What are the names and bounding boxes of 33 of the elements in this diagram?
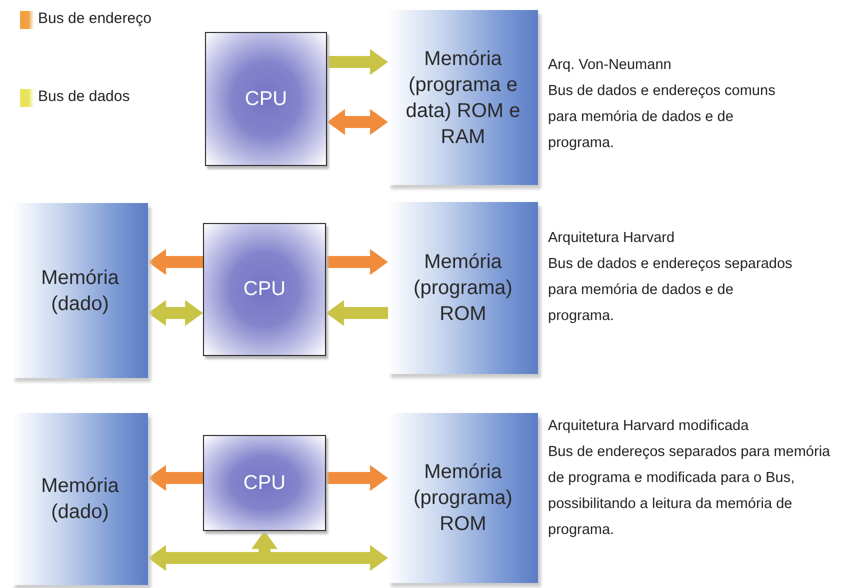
description-text: Bus de dados e endereços separados para memória de dados e de programa.	[548, 255, 793, 326]
node-label: Memória (programa) ROM	[412, 460, 514, 537]
bus-arrow	[326, 465, 388, 491]
memory-block	[388, 10, 538, 185]
architecture-title: Arquitetura Harvard	[548, 229, 676, 248]
bus-arrow	[327, 49, 388, 75]
memory-block	[12, 413, 148, 585]
cpu-box	[205, 32, 327, 166]
memory-block	[12, 203, 148, 378]
node-label: Memória (dado)	[40, 474, 120, 525]
node-label: CPU	[243, 278, 286, 301]
bus-arrow	[148, 465, 203, 491]
bus-arrow	[252, 531, 388, 571]
legend-label: Bus de dados	[38, 87, 131, 107]
memory-block	[388, 413, 538, 583]
bus-arrow	[326, 249, 388, 275]
bus-arrow	[326, 300, 388, 326]
description-text: Bus de endereços separados para memória de programa e modificada para o Bus, possibilitando a leitura da memória de programa.	[548, 443, 832, 540]
node-label: Memória (programa e data) ROM e RAM	[404, 46, 522, 150]
node-label: Memória (dado)	[40, 266, 120, 316]
bus-arrow	[148, 300, 203, 326]
node-label: Memória (programa) ROM	[412, 250, 514, 327]
node-label: CPU	[244, 88, 288, 110]
legend-label: Bus de endereço	[38, 9, 152, 29]
architecture-title: Arq. Von-Neumann	[548, 56, 672, 75]
architecture-title: Arquitetura Harvard modificada	[548, 417, 750, 436]
memory-block	[388, 202, 538, 374]
cpu-box	[203, 223, 326, 356]
bus-arrow	[148, 249, 203, 275]
bus-arrow	[327, 109, 388, 135]
node-label: CPU	[243, 472, 286, 494]
cpu-box	[203, 435, 326, 531]
description-text: Bus de dados e endereços comuns para memória de dados e de programa.	[548, 82, 776, 153]
